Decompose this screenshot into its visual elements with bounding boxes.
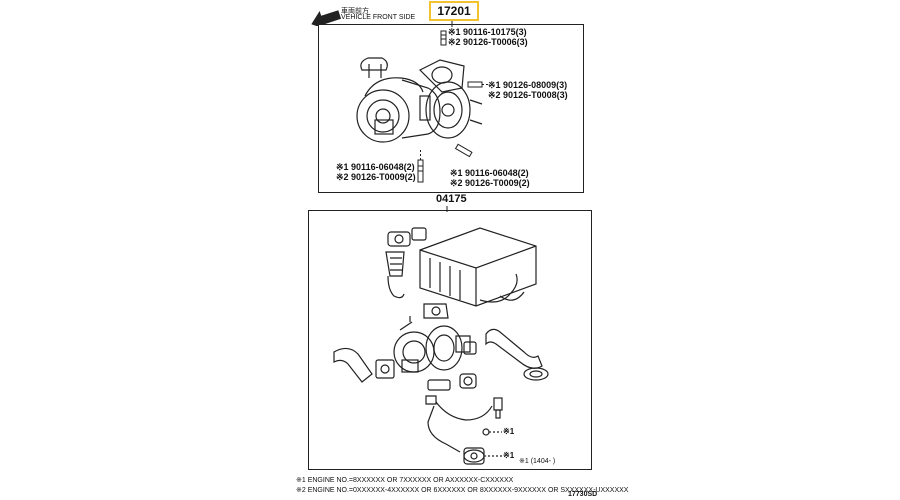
turbocharger-assembly-box	[318, 24, 584, 193]
vehicle-front-en: VEHICLE FRONT SIDE	[341, 14, 416, 21]
callout-lower-2[interactable]: ※1	[503, 451, 515, 460]
gasket-kit-box	[308, 210, 592, 470]
figure-id: 17730SD	[568, 491, 598, 498]
footnote-1: ※1 ENGINE NO.=8XXXXXX OR 7XXXXXX OR AXXX…	[296, 477, 514, 484]
part-number-17201[interactable]: 17201	[429, 1, 479, 21]
callout-right-stud-1[interactable]: ※1 90126-08009(3)	[488, 80, 568, 90]
callout-top-stud-2[interactable]: ※2 90126-T0006(3)	[448, 37, 528, 47]
callout-right-stud-2[interactable]: ※2 90126-T0008(3)	[488, 90, 568, 100]
part-number-04175[interactable]: 04175	[436, 193, 467, 205]
callout-left-stud-1[interactable]: ※1 90116-06048(2)	[336, 162, 415, 172]
callout-lower-3[interactable]: ※1 (1404- )	[519, 458, 556, 465]
callout-lower-1[interactable]: ※1	[503, 427, 515, 436]
callout-lower-stud-2[interactable]: ※2 90126-T0009(2)	[450, 178, 530, 188]
callout-left-stud-2[interactable]: ※2 90126-T0009(2)	[336, 172, 416, 182]
footnote-2: ※2 ENGINE NO.=0XXXXXX-4XXXXXX OR 6XXXXXX…	[296, 487, 629, 494]
callout-top-stud-1[interactable]: ※1 90116-10175(3)	[448, 27, 527, 37]
callout-lower-stud-1[interactable]: ※1 90116-06048(2)	[450, 168, 529, 178]
vehicle-front-jp: 車両前方	[341, 8, 369, 15]
